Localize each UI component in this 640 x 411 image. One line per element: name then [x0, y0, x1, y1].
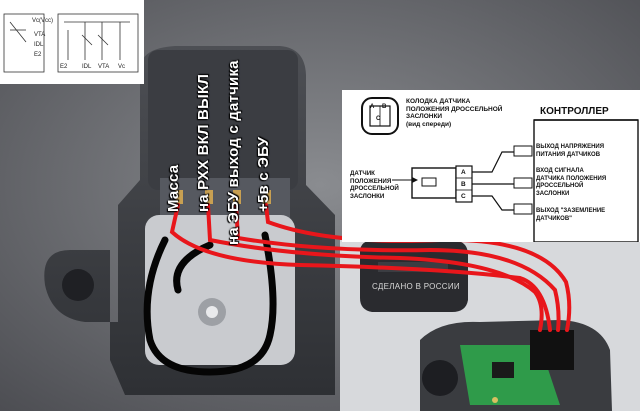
sensor-pin-c: C: [461, 193, 466, 200]
controller-output-power: ВЫХОД НАПРЯЖЕНИЯ ПИТАНИЯ ДАТЧИКОВ: [536, 144, 605, 158]
mini-pin-idl: IDL: [34, 42, 44, 48]
sensor-caption: ДАТЧИК ПОЛОЖЕНИЯ ДРОССЕЛЬНОЙ ЗАСЛОНКИ: [350, 170, 399, 200]
wire-label-ground: Масса: [165, 164, 182, 212]
wire-label-idle: на РХХ ВКЛ ВЫКЛ: [195, 73, 212, 212]
tps-sensor-body: [44, 46, 336, 395]
mini-bottom-vc: Vc: [118, 64, 126, 70]
controller-output-signal: ВХОД СИГНАЛА ДАТЧИКА ПОЛОЖЕНИЯ ДРОССЕЛЬН…: [536, 168, 607, 197]
controller-title: КОНТРОЛЛЕР: [540, 106, 609, 117]
mini-schematic: Vc(Vcc) VTA IDL E2 E2 IDL VTA Vc: [0, 0, 144, 84]
wiring-diagram-lines: [361, 97, 639, 243]
wiring-diagram: A B C КОЛОДКА ДАТЧИКА ПОЛОЖЕНИЯ ДРОССЕЛЬ…: [342, 90, 640, 243]
controller-output-ground: ВЫХОД "ЗАЗЕМЛЕНИЕ ДАТЧИКОВ": [536, 208, 606, 222]
mini-bottom-e2: E2: [60, 64, 68, 70]
connector-pin-c: C: [376, 116, 381, 122]
connector-pin-a: A: [370, 104, 375, 110]
mini-bottom-idl: IDL: [82, 64, 92, 70]
mini-pin-vta: VTA: [34, 32, 46, 38]
sensor-pin-b: B: [461, 181, 466, 188]
wire-label-5v: +5в с ЭБУ: [255, 136, 272, 212]
tps-sensor-opened: [420, 320, 612, 411]
wire-label-signal: на ЭБУ выход с датчика: [225, 60, 242, 245]
connector-caption: КОЛОДКА ДАТЧИКА ПОЛОЖЕНИЯ ДРОССЕЛЬНОЙ ЗА…: [406, 98, 503, 128]
mini-pin-vc: Vc(Vcc): [32, 18, 53, 24]
made-in-russia-stamp: СДЕЛАНО В РОССИИ: [372, 282, 460, 291]
connector-pin-b: B: [382, 104, 387, 110]
mini-pin-e2: E2: [34, 52, 42, 58]
sensor-pin-a: A: [461, 169, 466, 176]
mini-schematic-lines: [3, 13, 139, 73]
mini-bottom-vta: VTA: [98, 64, 110, 70]
